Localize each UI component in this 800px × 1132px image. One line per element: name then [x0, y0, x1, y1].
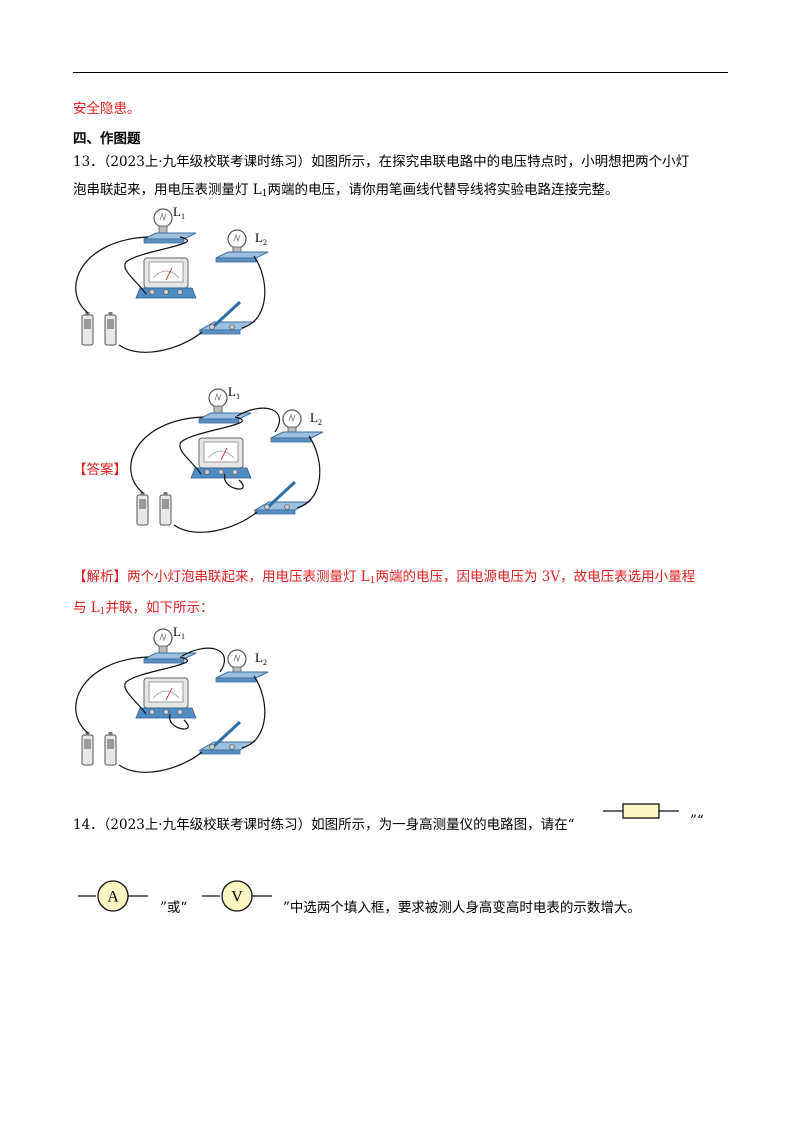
answer-circuit-figure: L1 L2: [130, 384, 324, 533]
ammeter-letter: A: [107, 889, 119, 906]
analysis-tag: 【解析】: [73, 569, 127, 585]
voltmeter-letter: V: [231, 889, 243, 906]
analysis-line1: 【解析】两个小灯泡串联起来，用电压表测量灯 L1两端的电压，因电源电压为 3V，…: [73, 569, 696, 586]
section-heading: 四、作图题: [73, 131, 141, 147]
q13-circuit-figure: L1 L2: [75, 204, 269, 353]
label-l1: L1: [228, 384, 240, 401]
q13-text-line2: 泡串联起来，用电压表测量灯 L1两端的电压，请你用笔画线代替导线将实验电路连接完…: [73, 182, 619, 199]
label-l2: L2: [255, 650, 267, 667]
resistor-symbol: [603, 803, 679, 819]
q14-quote-close: ”“: [690, 813, 704, 829]
analysis-circuit-figure: L1 L2: [75, 624, 269, 773]
label-l1: L1: [173, 204, 185, 221]
ammeter-symbol: A: [78, 880, 148, 912]
q14-text-line2: ”中选两个填入框，要求被测人身高变高时电表的示数增大。: [283, 900, 641, 916]
label-l1: L1: [173, 624, 185, 641]
q14-text-line1: 14．（2023上·九年级校联考课时练习）如图所示，为一身高测量仪的电路图，请在…: [73, 817, 575, 833]
label-l2: L2: [310, 410, 322, 427]
voltmeter-symbol: V: [202, 880, 272, 912]
analysis-line2: 与 L1并联，如下所示：: [73, 600, 214, 617]
top-note: 安全隐患。: [73, 101, 141, 117]
q13-text-line1: 13．（2023上·九年级校联考课时练习）如图所示，在探究串联电路中的电压特点时…: [73, 154, 690, 170]
q14-or-text: ”或“: [160, 900, 188, 916]
answer-tag: 【答案】: [73, 462, 127, 478]
header-rule: [73, 72, 728, 73]
label-l2: L2: [255, 230, 267, 247]
